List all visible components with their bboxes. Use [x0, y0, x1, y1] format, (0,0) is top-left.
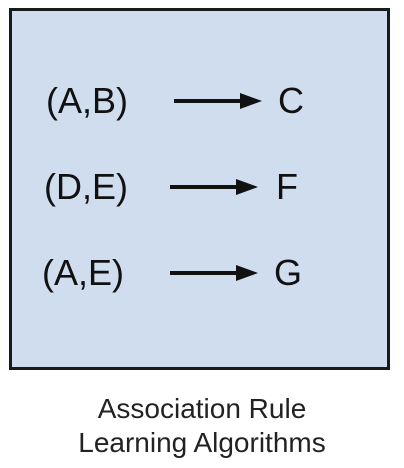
arrow-icon: [170, 179, 258, 195]
caption-line-2: Learning Algorithms: [78, 427, 326, 458]
rule-consequent: G: [274, 252, 303, 293]
rule-row: (A,E) G: [12, 243, 387, 303]
rule-row: (D,E) F: [12, 157, 387, 217]
rule-antecedent: (D,E): [44, 166, 128, 207]
rule-consequent: F: [276, 166, 298, 207]
rule-row: (A,B) C: [12, 71, 387, 131]
rule-consequent: C: [278, 80, 304, 121]
arrow-icon: [174, 93, 262, 109]
arrow-icon: [170, 265, 258, 281]
rule-antecedent: (A,B): [46, 80, 129, 121]
caption-line-1: Association Rule: [97, 393, 307, 424]
rule-antecedent: (A,E): [42, 252, 125, 293]
diagram-caption: Association Rule Learning Algorithms: [0, 392, 404, 460]
rules-box: (A,B) C (D,E) F (A,E) G: [9, 8, 390, 370]
